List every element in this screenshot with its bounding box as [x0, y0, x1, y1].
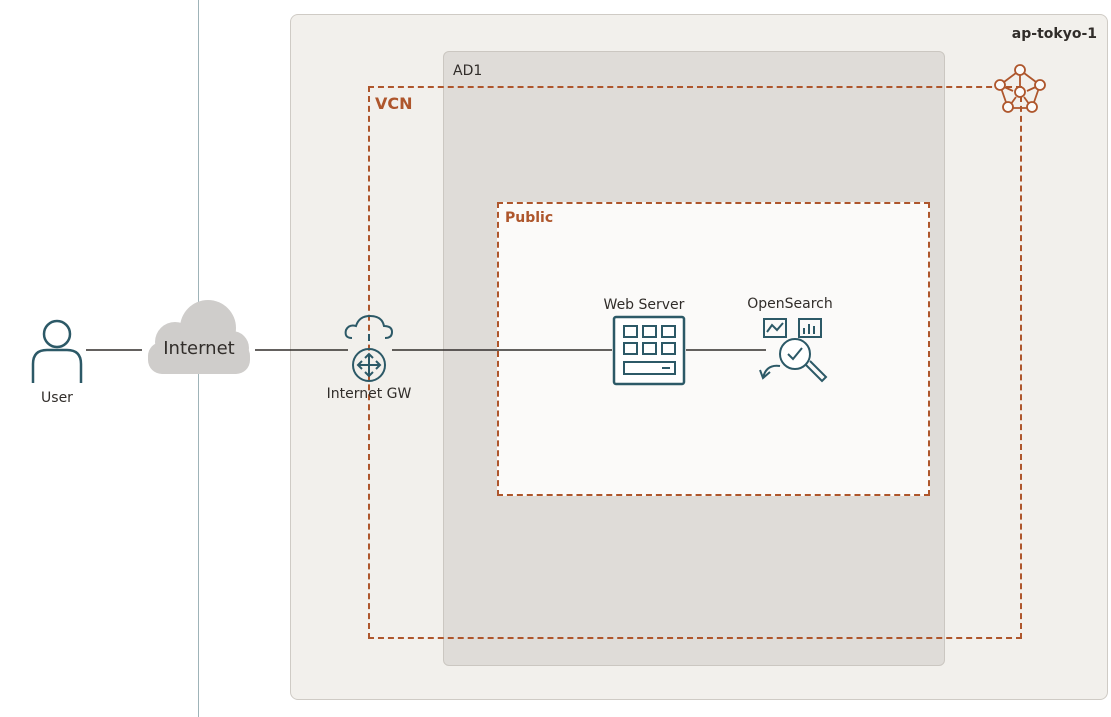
- region-label: ap-tokyo-1: [1011, 26, 1097, 42]
- vcn-label: VCN: [375, 94, 413, 113]
- opensearch-icon: [759, 318, 828, 383]
- user-label: User: [41, 390, 73, 406]
- opensearch-label: OpenSearch: [747, 296, 833, 312]
- internet-gateway-label: Internet GW: [326, 386, 412, 402]
- availability-domain-label: AD1: [453, 63, 483, 79]
- internet-label: Internet: [163, 338, 235, 359]
- public-subnet-label: Public: [505, 210, 554, 226]
- compute-instance-icon: [612, 315, 686, 386]
- internet-gateway-icon: [344, 314, 394, 382]
- cloud-icon: [148, 300, 250, 374]
- web-server-label: Web Server: [603, 297, 685, 313]
- public-subnet-box: [497, 202, 930, 496]
- vcn-icon: [994, 64, 1046, 113]
- user-icon: [31, 319, 83, 383]
